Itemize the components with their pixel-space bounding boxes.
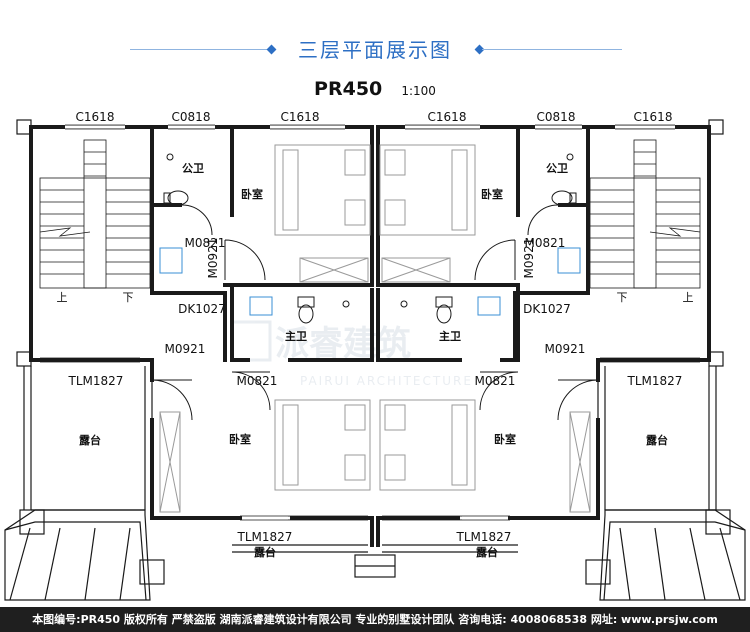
title-deco-line-left xyxy=(130,49,270,50)
watermark-en: PAIRUI ARCHITECTURE xyxy=(300,374,473,388)
door-label-m0921-vertical-left: M0921 xyxy=(206,238,220,279)
room-label-master-bath-left: 主卫 xyxy=(285,329,307,343)
plan-code: PR450 xyxy=(314,78,383,100)
column-top-right xyxy=(708,119,724,135)
title-deco-line-right xyxy=(482,49,622,50)
door-label-m0821-top-right: M0821 xyxy=(525,236,566,250)
stair-left xyxy=(39,139,151,289)
door-label-m0921-vertical-right: M0921 xyxy=(522,238,536,279)
room-label-public-bath-right: 公卫 xyxy=(546,162,568,175)
window-label-1: C1618 xyxy=(76,110,115,124)
watermark-cn: 派睿建筑 xyxy=(275,324,411,364)
room-label-bedroom-top-right: 卧室 xyxy=(481,187,503,201)
door-label-m0921-left: M0921 xyxy=(165,342,206,356)
room-label-bedroom-bottom-left: 卧室 xyxy=(229,432,251,446)
door-label-dk1027-right: DK1027 xyxy=(523,302,571,316)
furniture-bottom xyxy=(159,399,591,513)
door-swings xyxy=(151,204,599,421)
column-mid-right xyxy=(708,351,724,367)
door-label-tlm1827-left: TLM1827 xyxy=(68,374,124,388)
bath-fixtures xyxy=(159,247,581,316)
room-label-terrace-bottom-right: 露台 xyxy=(476,545,498,559)
column-mid-left xyxy=(16,351,32,367)
room-label-terrace-right: 露台 xyxy=(646,433,668,447)
stair-up-left: 上 xyxy=(57,291,68,304)
opening-lines xyxy=(40,124,700,521)
window-label-3: C1618 xyxy=(281,110,320,124)
page-title: 三层平面展示图 xyxy=(298,38,452,62)
door-label-m0921-right: M0921 xyxy=(545,342,586,356)
door-label-m0821-top-left: M0821 xyxy=(185,236,226,250)
furniture-top xyxy=(274,144,476,283)
room-label-bedroom-bottom-right: 卧室 xyxy=(494,432,516,446)
footer-copyright: 本图编号:PR450 版权所有 严禁盗版 湖南派睿建筑设计有限公司 专业的别墅设… xyxy=(0,607,750,632)
terrace-outlines xyxy=(4,366,746,601)
door-label-tlm1827-bottom-right: TLM1827 xyxy=(456,530,512,544)
plan-subtitle: PR450 1:100 xyxy=(0,78,750,100)
window-label-5: C0818 xyxy=(537,110,576,124)
window-label-4: C1618 xyxy=(428,110,467,124)
openings xyxy=(65,125,675,520)
room-label-terrace-left: 露台 xyxy=(79,433,101,447)
stair-down-right: 下 xyxy=(617,291,628,304)
bath-fixtures-grey xyxy=(163,153,577,324)
door-label-dk1027-left: DK1027 xyxy=(178,302,226,316)
watermark: 派睿建筑 PAIRUI ARCHITECTURE xyxy=(230,320,473,388)
column-top-left xyxy=(16,119,32,135)
room-label-bedroom-top-left: 卧室 xyxy=(241,187,263,201)
door-label-tlm1827-right: TLM1827 xyxy=(627,374,683,388)
stair-down-left: 下 xyxy=(123,291,134,304)
room-label-public-bath-left: 公卫 xyxy=(182,162,204,175)
window-label-2: C0818 xyxy=(172,110,211,124)
plan-scale: 1:100 xyxy=(401,84,436,98)
window-label-6: C1618 xyxy=(634,110,673,124)
stair-right xyxy=(589,139,701,289)
room-label-master-bath-right: 主卫 xyxy=(439,329,461,343)
stair-up-right: 上 xyxy=(683,291,694,304)
door-label-m0821-bottom-left: M0821 xyxy=(237,374,278,388)
door-label-m0821-bottom-right: M0821 xyxy=(475,374,516,388)
room-label-terrace-bottom-left: 露台 xyxy=(254,545,276,559)
door-label-tlm1827-bottom-left: TLM1827 xyxy=(237,530,293,544)
